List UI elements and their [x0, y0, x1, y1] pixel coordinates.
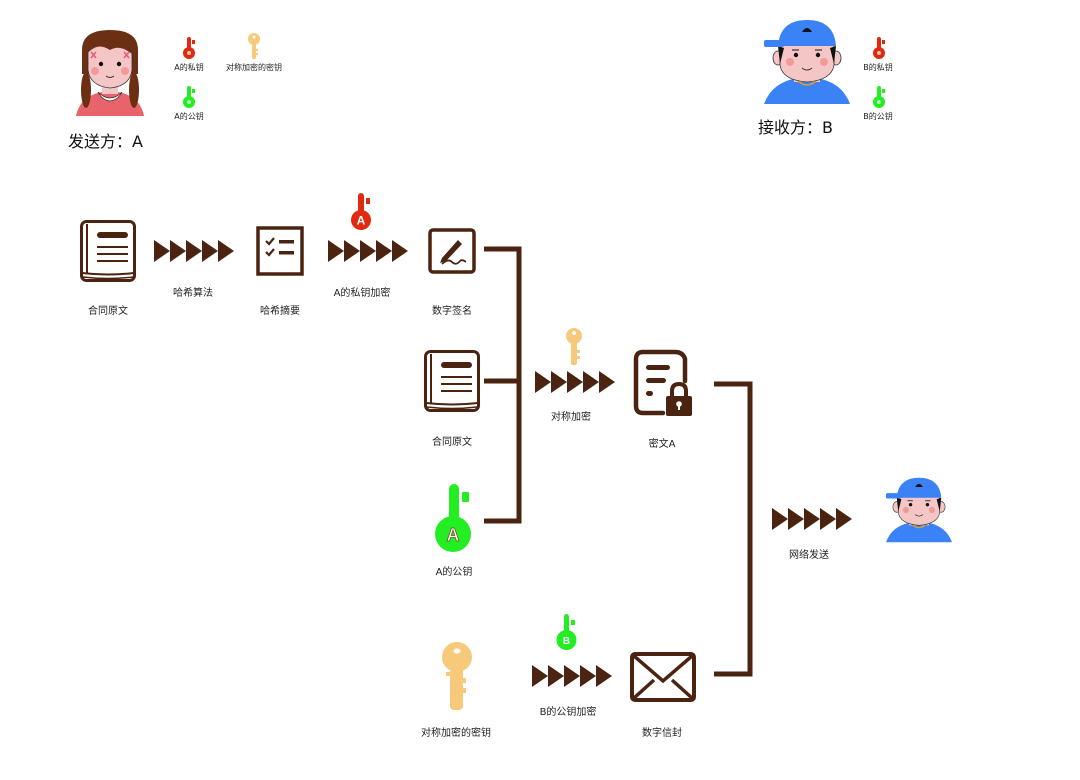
receiver-role-label: 接收方：B	[758, 118, 833, 137]
contract-original-label: 合同原文	[88, 306, 128, 317]
symmetric-encrypt-label: 对称加密	[551, 412, 591, 423]
hash-algorithm-label: 哈希算法	[173, 288, 213, 299]
a-private-encrypt-label: A的私钥加密	[333, 288, 391, 299]
signature-pen-icon	[428, 228, 476, 274]
legend-symmetric-key-label: 对称加密的密钥	[226, 63, 282, 72]
green-key-a-icon: A	[435, 484, 471, 552]
symmetric-key-large-icon	[442, 642, 472, 710]
svg-text:B: B	[563, 636, 570, 647]
ciphertext-a-label: 密文A	[648, 439, 676, 450]
sender-role-label: 发送方：A	[68, 132, 143, 151]
legend-b-public-key-label: B的公钥	[863, 112, 893, 121]
arrows-network-send	[772, 508, 852, 530]
checklist-digest-icon	[256, 226, 304, 276]
receiver-avatar	[885, 477, 953, 543]
a-public-key-label: A的公钥	[435, 567, 473, 578]
svg-text:A: A	[447, 525, 460, 545]
green-key-icon	[183, 86, 195, 108]
gold-key-icon	[566, 328, 582, 365]
red-key-icon	[873, 37, 885, 59]
envelope-icon	[630, 652, 696, 702]
green-key-b-icon: B	[556, 614, 577, 650]
legend-a-private-key-label: A的私钥	[174, 63, 204, 72]
svg-text:A: A	[357, 214, 366, 228]
hash-digest-label: 哈希摘要	[260, 306, 300, 317]
legend-b-private-key-label: B的私钥	[863, 63, 893, 72]
green-key-icon	[873, 86, 885, 108]
girl-avatar	[76, 30, 144, 116]
contract-original-label-2: 合同原文	[432, 437, 472, 448]
red-key-a-icon: A	[351, 193, 371, 230]
symmetric-key-label: 对称加密的密钥	[421, 728, 491, 739]
gold-key-icon	[248, 33, 260, 59]
locked-document-icon	[633, 349, 692, 416]
b-public-encrypt-label: B的公钥加密	[539, 707, 597, 718]
digital-envelope-label: 数字信封	[642, 728, 682, 739]
red-key-icon	[183, 37, 195, 59]
digital-signature-label: 数字签名	[432, 306, 472, 317]
legend-a-public-key-label: A的公钥	[174, 112, 204, 121]
network-send-label: 网络发送	[789, 550, 829, 561]
